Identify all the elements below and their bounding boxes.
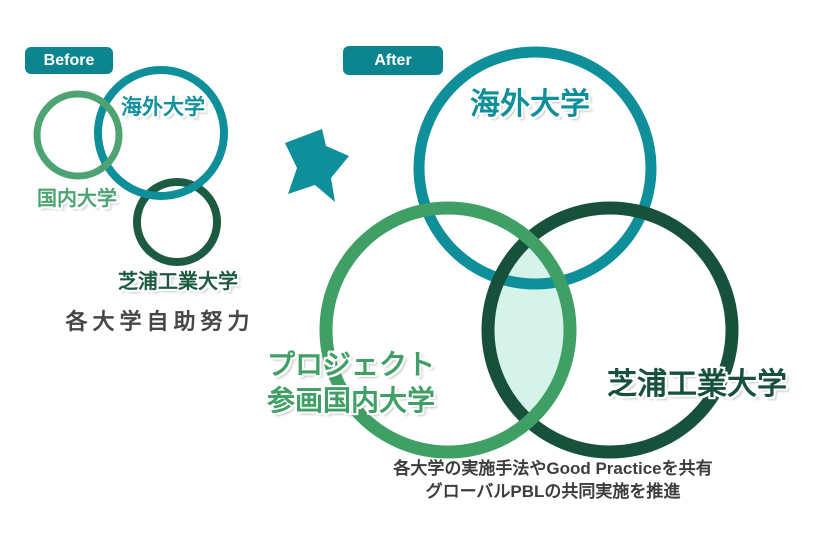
after-overseas-circle [413, 46, 657, 290]
before-domestic-circle [33, 90, 123, 180]
before-overseas-circle [94, 66, 228, 200]
after-overseas-label: 海外大学 [470, 88, 590, 121]
transition-arrow-icon [285, 129, 349, 202]
after-project-label: プロジェクト 参画国内大学 [241, 347, 461, 419]
before-caption: 各大学自助努力 [65, 309, 255, 334]
before-shibaura-circle [133, 178, 221, 266]
after-caption-line1: 各大学の実施手法やGood Practiceを共有 [393, 459, 713, 478]
after-caption: 各大学の実施手法やGood Practiceを共有 グローバルPBLの共同実施を… [353, 458, 753, 504]
after-project-circle [319, 201, 577, 459]
after-shibaura-circle [481, 201, 739, 459]
after-caption-line2: グローバルPBLの共同実施を推進 [425, 481, 681, 501]
before-overseas-label: 海外大学 [121, 96, 205, 119]
before-badge: Before [25, 47, 113, 74]
before-shibaura-label: 芝浦工業大学 [118, 271, 238, 293]
after-shibaura-label: 芝浦工業大学 [607, 368, 787, 401]
after-project-label-line1: プロジェクト [266, 349, 435, 380]
after-badge: After [343, 46, 443, 75]
before-domestic-label: 国内大学 [37, 188, 117, 210]
after-project-label-line2: 参画国内大学 [266, 384, 435, 416]
